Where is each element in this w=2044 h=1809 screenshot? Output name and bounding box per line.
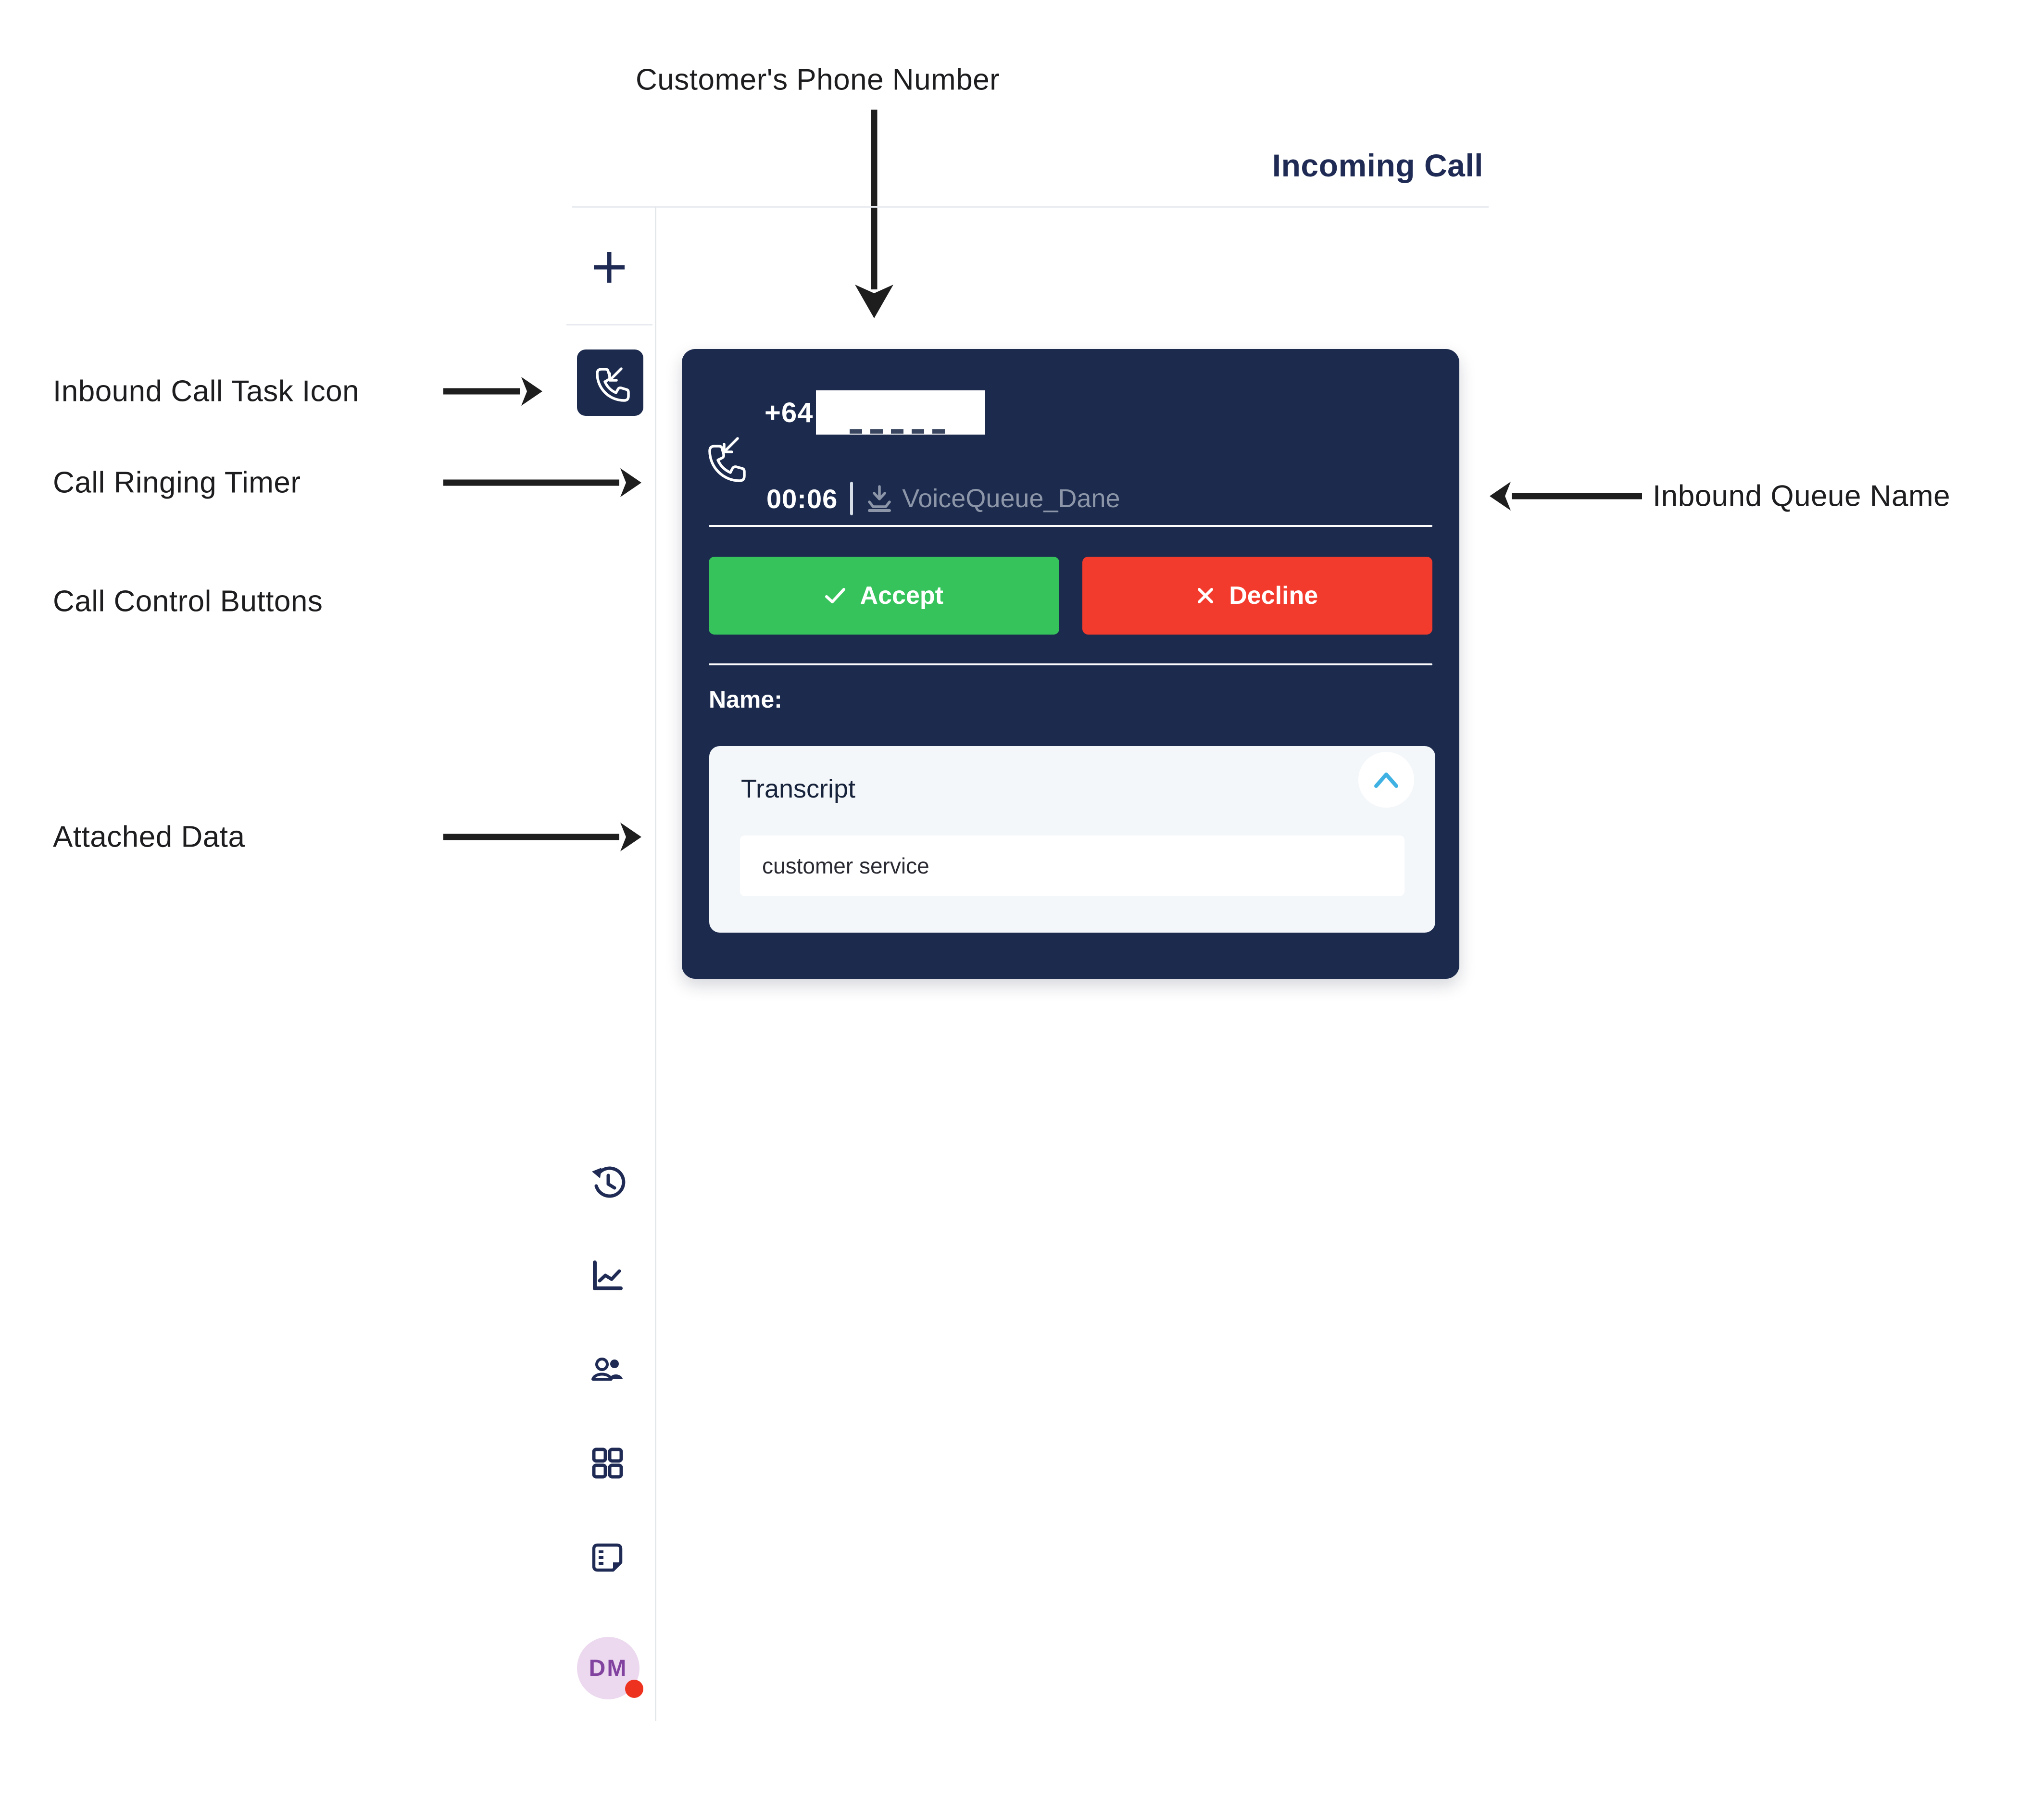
annotation-attached-data: Attached Data — [53, 820, 245, 854]
attached-data-value: customer service — [762, 853, 929, 878]
sidebar-section-divider — [566, 324, 652, 325]
sidebar-item-queues[interactable] — [587, 1443, 627, 1483]
sidebar-item-analytics[interactable] — [587, 1256, 627, 1296]
caller-number-prefix: +64 — [765, 397, 814, 428]
grid-icon — [592, 1447, 623, 1479]
check-icon — [825, 588, 845, 603]
attached-data-title: Transcript — [741, 774, 856, 803]
collapse-button[interactable] — [1358, 752, 1414, 808]
annotation-customer-phone-number: Customer's Phone Number — [636, 63, 1000, 97]
annotation-inbound-call-task-icon: Inbound Call Task Icon — [53, 374, 360, 408]
call-ringing-timer: 00:06 — [766, 483, 838, 514]
sidebar-item-notes[interactable] — [587, 1538, 627, 1579]
plus-icon — [594, 252, 625, 283]
sidebar-item-history[interactable] — [587, 1162, 627, 1202]
history-icon — [592, 1166, 626, 1198]
avatar-initials: DM — [589, 1655, 628, 1681]
caller-number-redaction — [816, 390, 986, 435]
accept-label: Accept — [860, 582, 943, 610]
card-divider-bottom — [709, 663, 1432, 665]
incoming-phone-icon — [708, 437, 746, 482]
queue-download-icon — [868, 485, 891, 512]
sidebar-item-agents[interactable] — [587, 1349, 627, 1389]
inbound-call-task-icon — [596, 367, 630, 402]
name-label: Name: — [709, 686, 782, 713]
separator — [850, 482, 853, 515]
x-icon — [1198, 588, 1214, 603]
redacted-digits — [850, 429, 945, 434]
notes-icon — [592, 1543, 623, 1572]
agents-icon — [591, 1358, 623, 1381]
sidebar-divider — [655, 207, 656, 1721]
annotation-call-ringing-timer: Call Ringing Timer — [53, 466, 301, 499]
call-status-row: 00:06 VoiceQueue_Dane — [766, 482, 1120, 515]
analytics-icon — [593, 1260, 623, 1290]
annotation-call-control-buttons: Call Control Buttons — [53, 585, 323, 618]
queue-info: VoiceQueue_Dane — [865, 484, 1120, 513]
card-divider-top — [709, 525, 1432, 527]
attached-data-panel: Transcript customer service — [709, 746, 1435, 933]
incoming-call-card: +64 00:06 VoiceQueue_Dane Accept — [682, 349, 1459, 979]
accept-button[interactable]: Accept — [709, 557, 1059, 635]
decline-label: Decline — [1229, 582, 1318, 610]
page-title: Incoming Call — [1272, 148, 1483, 183]
inbound-call-task[interactable] — [577, 349, 643, 416]
add-task-button[interactable] — [589, 247, 629, 287]
annotation-inbound-queue-name: Inbound Queue Name — [1653, 479, 1951, 513]
inbound-queue-name: VoiceQueue_Dane — [902, 484, 1120, 513]
call-control-buttons: Accept Decline — [709, 557, 1432, 635]
attached-data-value-box: customer service — [740, 836, 1404, 896]
presence-indicator — [625, 1680, 643, 1698]
caller-number-row: +64 — [765, 389, 986, 436]
decline-button[interactable]: Decline — [1082, 557, 1432, 635]
avatar[interactable]: DM — [577, 1637, 640, 1699]
chevron-up-icon — [1374, 773, 1398, 788]
header-divider — [572, 206, 1489, 208]
